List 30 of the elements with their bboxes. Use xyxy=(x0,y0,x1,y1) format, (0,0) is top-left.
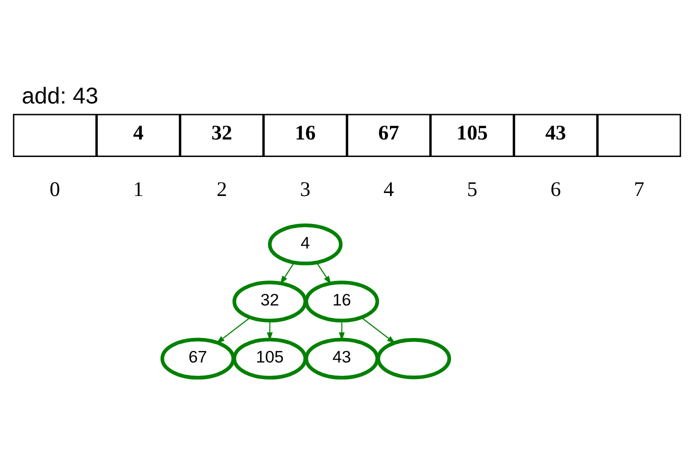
node-ellipse: 16 xyxy=(304,280,379,322)
node-box: 16 xyxy=(262,114,347,157)
node-box: 105 xyxy=(430,114,514,157)
node-box xyxy=(12,114,96,157)
arrow xyxy=(280,262,294,284)
node-box: 4 xyxy=(96,114,180,157)
label: 0 xyxy=(49,176,60,201)
node-box: 67 xyxy=(346,114,430,157)
node-ellipse: 67 xyxy=(160,338,235,380)
node-ellipse: 43 xyxy=(304,338,379,380)
label: 1 xyxy=(132,176,144,201)
label: 7 xyxy=(633,176,644,201)
label: 2 xyxy=(216,176,227,201)
label: 5 xyxy=(466,176,477,201)
arrow xyxy=(360,317,395,344)
arrow xyxy=(316,262,331,284)
arrow xyxy=(216,317,250,344)
node-ellipse: 105 xyxy=(232,338,307,380)
diagram-title: add: 43 xyxy=(21,82,98,109)
node-box xyxy=(596,114,681,157)
node-ellipse: 32 xyxy=(232,280,307,322)
label: 4 xyxy=(383,176,394,201)
node-ellipse: 4 xyxy=(267,223,342,266)
label: 3 xyxy=(300,176,310,201)
arrow xyxy=(266,320,272,341)
arrow xyxy=(338,320,344,341)
node-box: 43 xyxy=(513,114,598,157)
node-ellipse xyxy=(376,338,451,380)
label: 6 xyxy=(550,176,560,201)
node-box: 32 xyxy=(179,114,264,157)
